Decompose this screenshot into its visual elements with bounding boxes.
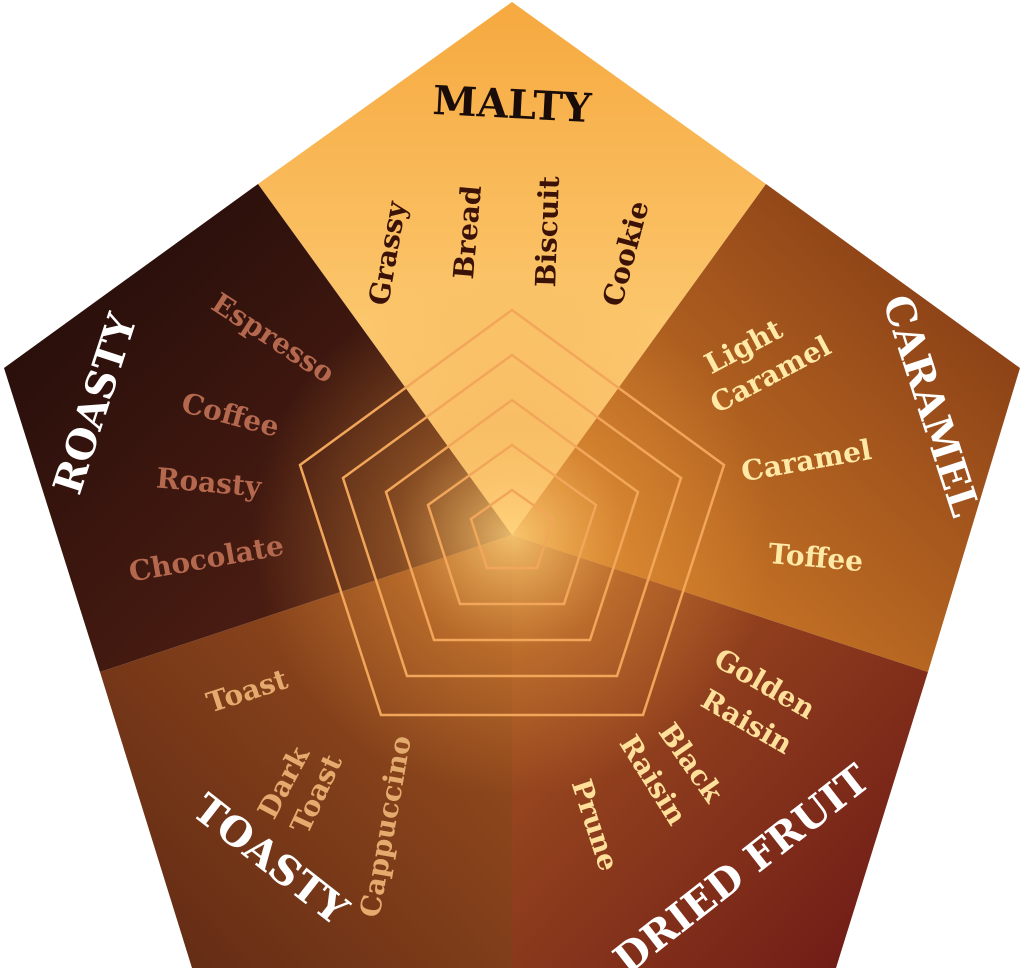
- web-ring-1: [298, 308, 726, 717]
- radar-web: [298, 308, 726, 717]
- web-ring-3: [384, 398, 640, 642]
- web-ring-2: [341, 353, 683, 678]
- title-malty: MALTY: [432, 77, 593, 132]
- descriptor-toffee: Toffee: [767, 537, 864, 578]
- center-glow: [252, 275, 772, 795]
- descriptor-bread: Bread: [447, 184, 488, 280]
- web-ring-4: [426, 443, 598, 606]
- descriptor-biscuit: Biscuit: [529, 176, 566, 288]
- web-ring-5: [469, 488, 555, 570]
